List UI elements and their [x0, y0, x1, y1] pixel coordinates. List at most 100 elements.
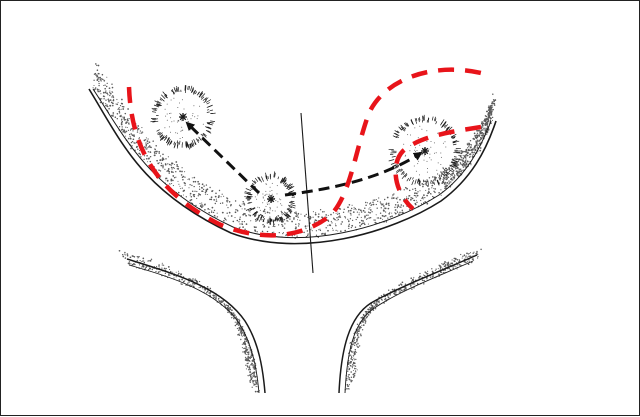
hub-inner-dot — [270, 187, 271, 188]
stipple-dot — [128, 130, 129, 131]
stipple-dot — [467, 160, 468, 161]
stipple-dot — [358, 333, 359, 334]
stipple-dot — [479, 135, 480, 136]
stipple-dot — [472, 253, 473, 254]
stipple-dot — [444, 178, 446, 180]
hub-inner-dot — [260, 210, 261, 211]
stipple-dot — [311, 227, 312, 228]
hub-fringe-stroke — [273, 221, 274, 227]
hub-inner-dot — [431, 141, 432, 142]
stipple-dot — [475, 145, 476, 146]
stipple-dot — [466, 163, 468, 165]
stipple-dot — [430, 180, 432, 182]
stipple-dot — [181, 174, 183, 176]
stipple-dot — [353, 209, 354, 210]
stipple-dot — [212, 190, 213, 191]
stipple-dot — [234, 318, 235, 319]
hub-inner-dot — [173, 98, 174, 99]
stipple-dot — [105, 100, 106, 101]
stipple-dot — [119, 109, 120, 110]
stipple-dot — [207, 290, 209, 292]
hub-inner-dot — [177, 107, 178, 108]
stipple-dot — [458, 155, 459, 156]
hub-fringe-stroke — [404, 127, 406, 129]
hub-inner-dot — [427, 172, 428, 173]
hub-inner-dot — [279, 199, 280, 200]
stipple-dot — [360, 317, 362, 319]
stipple-dot — [350, 371, 352, 373]
stipple-dot — [121, 129, 122, 130]
hub-fringe-stroke — [444, 125, 446, 127]
stipple-dot — [348, 369, 349, 370]
stipple-dot — [241, 334, 242, 335]
hub-fringe-stroke — [246, 189, 251, 191]
hub-inner-dot — [256, 199, 257, 200]
stipple-dot — [349, 384, 350, 385]
stipple-dot — [103, 85, 104, 86]
stipple-dot — [158, 169, 160, 171]
stipple-dot — [172, 180, 174, 182]
stipple-dot — [458, 161, 459, 162]
stipple-dot — [354, 375, 356, 377]
stipple-dot — [206, 292, 207, 293]
stipple-dot — [479, 150, 481, 152]
hub-fringe-stroke — [189, 86, 190, 90]
stipple-dot — [363, 314, 365, 316]
stipple-dot — [402, 290, 403, 291]
hub-fringe-stroke — [255, 178, 258, 182]
stipple-dot — [143, 159, 144, 160]
stipple-dot — [195, 279, 196, 280]
stipple-dot — [469, 144, 471, 146]
stipple-dot — [204, 204, 206, 206]
hub-inner-dot — [280, 199, 281, 200]
stipple-dot — [330, 214, 332, 216]
stipple-dot — [353, 370, 354, 371]
stipple-dot — [156, 160, 158, 162]
stipple-dot — [133, 142, 134, 143]
hub-inner-dot — [429, 157, 430, 158]
stipple-dot — [388, 213, 390, 215]
hub-fringe-stroke — [210, 110, 213, 111]
hub-inner-dot — [165, 109, 166, 110]
stipple-dot — [377, 208, 378, 209]
stipple-dot — [249, 365, 250, 366]
stipple-dot — [146, 137, 147, 138]
hub-fringe-stroke — [389, 160, 395, 162]
stipple-dot — [254, 368, 256, 370]
stipple-dot — [354, 359, 355, 360]
hub-fringe-stroke — [278, 218, 279, 222]
stipple-dot — [239, 205, 240, 206]
stipple-dot — [370, 305, 371, 306]
stipple-dot — [255, 376, 256, 377]
stipple-dot — [419, 190, 420, 191]
stipple-dot — [441, 176, 442, 177]
stipple-dot — [202, 184, 204, 186]
stipple-dot — [356, 219, 357, 220]
stipple-dot — [377, 217, 378, 218]
stipple-dot — [369, 212, 371, 214]
stipple-dot — [347, 384, 349, 386]
stipple-dot — [216, 199, 217, 200]
stipple-dot — [274, 226, 275, 227]
stipple-dot — [257, 391, 259, 393]
stipple-dot — [438, 273, 440, 275]
stipple-dot — [367, 202, 368, 203]
hub-inner-dot — [416, 171, 417, 172]
stipple-dot — [175, 161, 177, 163]
stipple-dot — [151, 259, 152, 260]
stipple-dot — [150, 156, 151, 157]
stipple-dot — [123, 118, 125, 120]
hub-inner-dot — [269, 195, 270, 196]
stipple-dot — [235, 200, 236, 201]
stipple-dot — [428, 192, 430, 194]
stipple-dot — [242, 201, 243, 202]
stipple-dot — [357, 217, 359, 219]
lower-left-lobe-line — [127, 259, 265, 393]
stipple-dot — [488, 109, 490, 111]
stipple-dot — [422, 280, 424, 282]
stipple-dot — [156, 266, 157, 267]
stipple-dot — [168, 266, 170, 268]
stipple-dot — [462, 256, 463, 257]
stipple-dot — [191, 199, 193, 201]
stipple-dot — [378, 301, 380, 303]
